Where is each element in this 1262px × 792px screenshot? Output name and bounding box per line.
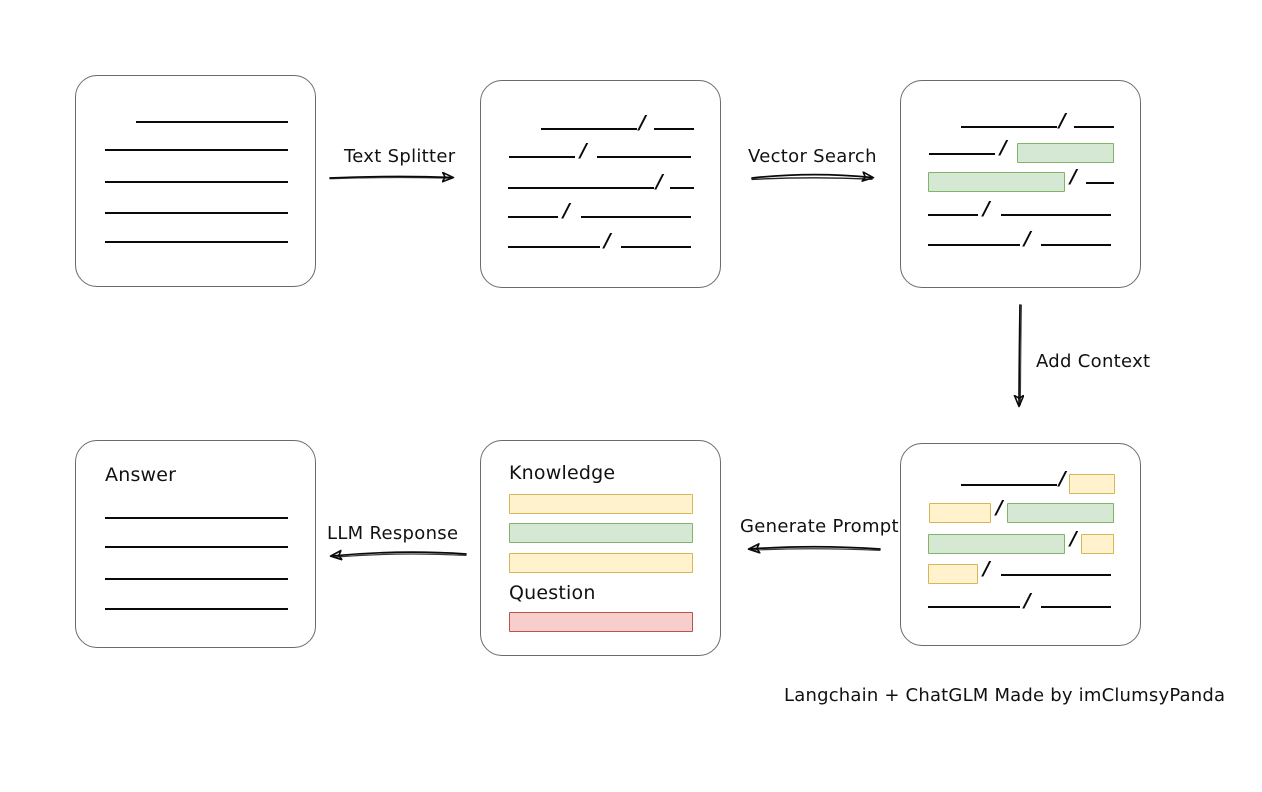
green-highlight-chip[interactable] <box>928 172 1065 192</box>
yellow-highlight-chip[interactable] <box>509 494 693 514</box>
text-line <box>1001 574 1111 576</box>
text-line <box>509 156 575 158</box>
slash-separator: / <box>1059 467 1066 490</box>
text-line <box>929 153 995 155</box>
yellow-highlight-chip[interactable] <box>509 553 693 573</box>
text-line <box>621 246 691 248</box>
text-line <box>1001 214 1111 216</box>
yellow-highlight-chip[interactable] <box>929 503 991 523</box>
slash-separator: / <box>1070 165 1077 188</box>
slash-separator: / <box>1059 109 1066 132</box>
text-line <box>597 156 691 158</box>
yellow-highlight-chip[interactable] <box>1081 534 1114 554</box>
slash-separator: / <box>1070 527 1077 550</box>
text-line <box>961 126 1057 128</box>
green-highlight-chip[interactable] <box>928 534 1065 554</box>
text-line <box>105 578 288 580</box>
text-line <box>105 546 288 548</box>
slash-separator: / <box>1024 589 1031 612</box>
answer-heading: Answer <box>105 464 177 486</box>
text-line <box>105 608 288 610</box>
green-highlight-chip[interactable] <box>1007 503 1114 523</box>
slash-separator: / <box>604 229 611 252</box>
red-highlight-chip[interactable] <box>509 612 693 632</box>
text-line <box>1041 606 1111 608</box>
text-line <box>928 606 1020 608</box>
footer-credit: Langchain + ChatGLM Made by imClumsyPand… <box>784 685 1226 706</box>
text-line <box>105 149 288 151</box>
text-line <box>928 214 978 216</box>
green-highlight-chip[interactable] <box>509 523 693 543</box>
text-line <box>961 484 1057 486</box>
text-line <box>928 244 1020 246</box>
arrow-label-text-splitter: Text Splitter <box>344 146 456 167</box>
text-line <box>508 216 558 218</box>
arrow-generate-prompt <box>750 547 881 551</box>
question-heading: Question <box>509 582 596 604</box>
text-line <box>581 216 691 218</box>
text-line <box>136 121 288 123</box>
slash-separator: / <box>656 170 663 193</box>
slash-separator: / <box>983 197 990 220</box>
arrow-label-generate-prompt: Generate Prompt <box>740 516 899 537</box>
arrow-text-splitter <box>329 176 452 178</box>
slash-separator: / <box>1000 136 1007 159</box>
knowledge-heading: Knowledge <box>509 462 616 484</box>
arrow-label-llm-response: LLM Response <box>327 523 459 544</box>
arrow-add-context <box>1019 304 1021 405</box>
text-line <box>105 181 288 183</box>
text-line <box>508 246 600 248</box>
text-line <box>1041 244 1111 246</box>
yellow-highlight-chip[interactable] <box>928 564 978 584</box>
text-line <box>654 128 694 130</box>
slash-separator: / <box>996 496 1003 519</box>
text-line <box>105 241 288 243</box>
green-highlight-chip[interactable] <box>1017 143 1114 163</box>
box-split-chunks[interactable] <box>480 80 721 288</box>
text-line <box>670 187 694 189</box>
box-answer[interactable] <box>75 440 316 648</box>
yellow-highlight-chip[interactable] <box>1069 474 1115 494</box>
text-line <box>1074 126 1114 128</box>
slash-separator: / <box>580 139 587 162</box>
arrow-vector-search <box>751 175 872 180</box>
slash-separator: / <box>639 111 646 134</box>
text-line <box>105 517 288 519</box>
text-line <box>508 187 654 189</box>
text-line <box>1086 182 1114 184</box>
text-line <box>541 128 637 130</box>
text-line <box>105 212 288 214</box>
arrow-label-vector-search: Vector Search <box>748 146 877 167</box>
arrow-llm-response <box>332 552 467 557</box>
slash-separator: / <box>983 557 990 580</box>
slash-separator: / <box>563 199 570 222</box>
arrow-label-add-context: Add Context <box>1036 351 1151 372</box>
slash-separator: / <box>1024 227 1031 250</box>
